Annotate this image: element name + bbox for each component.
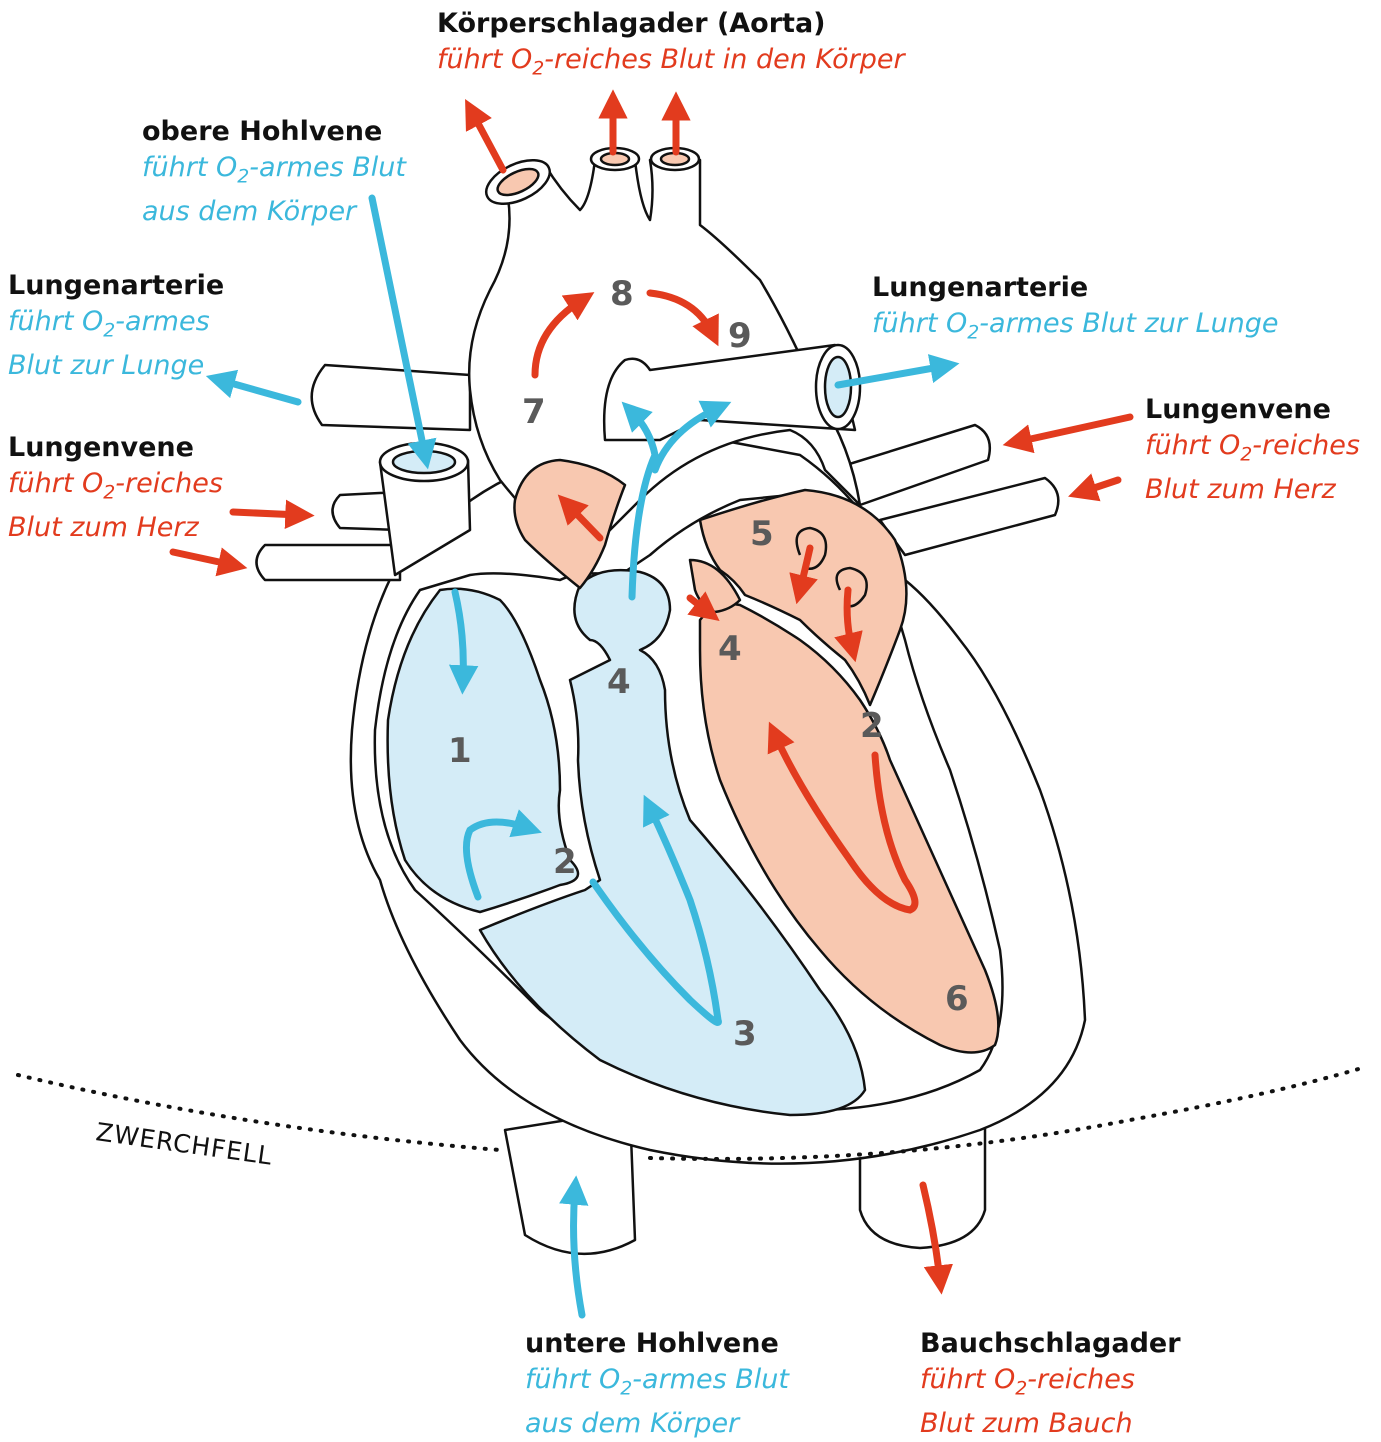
step-number-4-pulmonary: 4 xyxy=(607,662,631,702)
step-number-4-aortic: 4 xyxy=(718,629,742,669)
label-pulmonary-artery-right-title: Lungenarterie xyxy=(872,270,1279,306)
label-pulmonary-artery-right: Lungenarterie führt O2-armes Blut zur Lu… xyxy=(872,270,1279,350)
arrow-pulm-vein-right-lower xyxy=(1082,480,1118,492)
label-lower-vena-cava: untere Hohlvene führt O2-armes Blut aus … xyxy=(525,1326,789,1442)
label-aorta-title: Körperschlagader (Aorta) xyxy=(437,6,905,42)
label-pulmonary-vein-left: Lungenvene führt O2-reiches Blut zum Her… xyxy=(8,430,223,546)
label-abdominal-aorta-desc-2: Blut zum Bauch xyxy=(920,1406,1181,1442)
label-pulmonary-vein-right-desc-1: führt O2-reiches xyxy=(1145,428,1360,472)
step-number-5: 5 xyxy=(750,514,774,554)
label-lower-vena-cava-title: untere Hohlvene xyxy=(525,1326,789,1362)
step-number-2-tricuspid: 2 xyxy=(553,842,577,882)
diaphragm-label: ZWERCHFELL xyxy=(94,1117,274,1170)
step-number-3: 3 xyxy=(733,1014,757,1054)
label-pulmonary-artery-left-desc-2: Blut zur Lunge xyxy=(8,348,224,384)
label-pulmonary-vein-right-title: Lungenvene xyxy=(1145,392,1360,428)
label-lower-vena-cava-desc-2: aus dem Körper xyxy=(525,1406,789,1442)
label-pulmonary-artery-left: Lungenarterie führt O2-armes Blut zur Lu… xyxy=(8,268,224,384)
label-aorta: Körperschlagader (Aorta) führt O2-reiche… xyxy=(437,6,905,86)
label-abdominal-aorta: Bauchschlagader führt O2-reiches Blut zu… xyxy=(920,1326,1181,1442)
step-number-9: 9 xyxy=(728,316,752,356)
label-upper-vena-cava: obere Hohlvene führt O2-armes Blut aus d… xyxy=(142,114,406,230)
label-lower-vena-cava-desc-1: führt O2-armes Blut xyxy=(525,1362,789,1406)
label-upper-vena-cava-desc-2: aus dem Körper xyxy=(142,194,406,230)
pulmonary-artery-left-branch xyxy=(312,365,470,430)
pulmonary-vein-left-lower xyxy=(257,545,401,580)
arrow-aorta-left xyxy=(472,112,503,170)
label-pulmonary-vein-left-desc-2: Blut zum Herz xyxy=(8,510,223,546)
label-pulmonary-vein-right: Lungenvene führt O2-reiches Blut zum Her… xyxy=(1145,392,1360,508)
step-number-8: 8 xyxy=(610,274,634,314)
label-pulmonary-artery-left-desc-1: führt O2-armes xyxy=(8,304,224,348)
label-abdominal-aorta-title: Bauchschlagader xyxy=(920,1326,1181,1362)
step-number-6: 6 xyxy=(945,979,969,1019)
label-abdominal-aorta-desc-1: führt O2-reiches xyxy=(920,1362,1181,1406)
label-pulmonary-artery-left-title: Lungenarterie xyxy=(8,268,224,304)
arrow-pulm-vein-left-lower xyxy=(173,552,233,565)
label-upper-vena-cava-desc-1: führt O2-armes Blut xyxy=(142,150,406,194)
label-pulmonary-vein-left-title: Lungenvene xyxy=(8,430,223,466)
label-pulmonary-vein-right-desc-2: Blut zum Herz xyxy=(1145,472,1360,508)
arrow-pulm-vein-left-upper xyxy=(233,512,300,515)
step-number-1: 1 xyxy=(448,731,472,771)
step-number-7: 7 xyxy=(522,392,546,432)
label-pulmonary-vein-left-desc-1: führt O2-reiches xyxy=(8,466,223,510)
label-aorta-desc: führt O2-reiches Blut in den Körper xyxy=(437,42,905,86)
label-upper-vena-cava-title: obere Hohlvene xyxy=(142,114,406,150)
arrow-pulm-artery-left xyxy=(220,380,298,402)
label-pulmonary-artery-right-desc-1: führt O2-armes Blut zur Lunge xyxy=(872,306,1279,350)
step-number-2-mitral: 2 xyxy=(860,706,884,746)
arrow-pulm-vein-right-upper xyxy=(1017,417,1130,442)
